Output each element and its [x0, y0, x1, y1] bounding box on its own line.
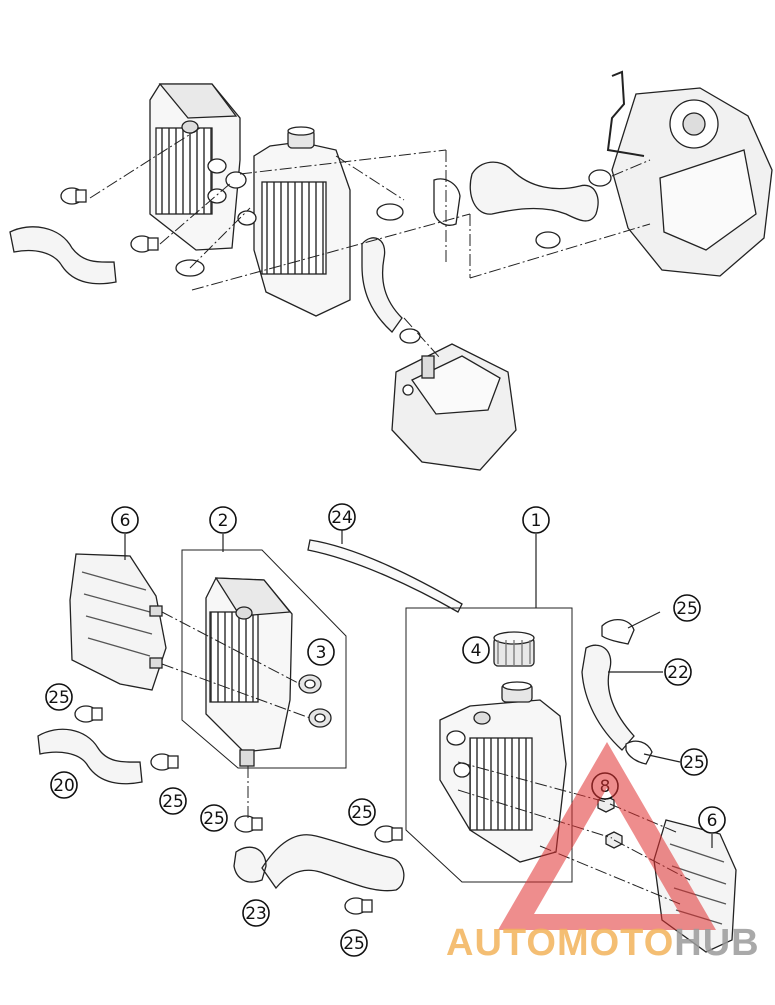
svg-text:23: 23 [245, 904, 267, 924]
assembly-guide-lines-top [89, 127, 651, 359]
callout-24: 24 [328, 503, 356, 531]
svg-text:24: 24 [331, 508, 353, 528]
hose-23 [233, 834, 405, 892]
overflow-hose-24 [307, 539, 463, 613]
callout-2: 2 [209, 506, 237, 534]
svg-text:20: 20 [53, 776, 75, 796]
svg-text:6: 6 [120, 511, 131, 531]
top-assembly [9, 70, 773, 471]
svg-text:25: 25 [48, 688, 70, 708]
callout-25: 25 [348, 798, 376, 826]
bottom-assembly [37, 539, 737, 953]
watermark-triangle [498, 742, 716, 930]
svg-text:2: 2 [218, 511, 229, 531]
cylinder-head-top [391, 328, 517, 471]
callout-3: 3 [307, 638, 335, 666]
left-radiator-bottom [205, 577, 293, 767]
svg-text:25: 25 [203, 809, 225, 829]
svg-text:4: 4 [471, 641, 482, 661]
callout-1: 1 [522, 506, 550, 534]
callout-20: 20 [50, 771, 78, 799]
callout-25: 25 [45, 683, 73, 711]
svg-text:25: 25 [683, 753, 705, 773]
radiator-shroud-left [69, 553, 167, 691]
svg-text:25: 25 [162, 792, 184, 812]
svg-text:22: 22 [667, 663, 689, 683]
callout-4: 4 [462, 636, 490, 664]
hose-22 [581, 644, 635, 751]
callout-25: 25 [159, 787, 187, 815]
filler-cap-4 [493, 631, 535, 667]
callout-6: 6 [111, 506, 139, 534]
svg-text:1: 1 [531, 511, 542, 531]
callout-25: 25 [673, 594, 701, 622]
hose-to-cylinder [361, 237, 403, 333]
callout-25: 25 [680, 748, 708, 776]
watermark-text-part1: AUTOMOTO [446, 922, 674, 964]
kit-box-2 [181, 549, 347, 769]
clamps-bottom [74, 705, 403, 915]
callout-25: 25 [340, 929, 368, 957]
watermark-text-part2: HUB [674, 922, 759, 964]
svg-text:25: 25 [676, 599, 698, 619]
svg-text:AUTOMOTOHUB: AUTOMOTOHUB [446, 922, 760, 964]
hose-left-top [9, 226, 117, 285]
callout-23: 23 [242, 899, 270, 927]
hose-to-pump [469, 161, 599, 222]
svg-text:6: 6 [707, 811, 718, 831]
callout-6: 6 [698, 806, 726, 834]
svg-text:25: 25 [351, 803, 373, 823]
svg-text:3: 3 [316, 643, 327, 663]
right-radiator-top [225, 126, 351, 317]
hose-20 [37, 728, 143, 785]
watermark-logo: AUTOMOTOHUB [446, 742, 760, 964]
callout-22: 22 [664, 658, 692, 686]
callout-25: 25 [200, 804, 228, 832]
kit-box-1 [405, 607, 573, 883]
svg-text:25: 25 [343, 934, 365, 954]
right-radiator-bottom [439, 681, 567, 863]
left-radiator-top [149, 83, 241, 251]
engine-case-top [606, 70, 773, 277]
grommets-3 [298, 674, 332, 728]
